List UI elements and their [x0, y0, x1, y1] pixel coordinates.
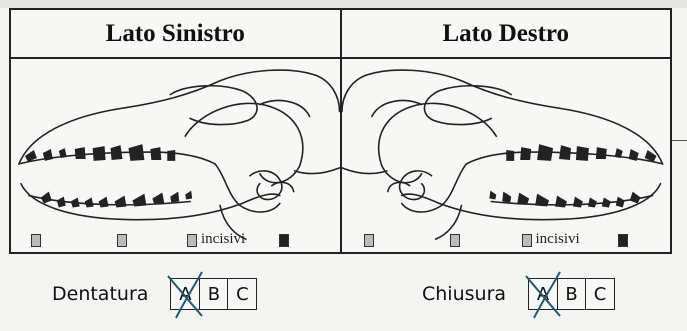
right-side-title: Lato Destro: [342, 10, 671, 57]
left-skull-panel: incisivi: [11, 57, 342, 252]
chiusura-score: Chiusura A B C: [422, 278, 615, 310]
left-marker-1: [31, 234, 41, 247]
right-skull-panel: incisivi: [342, 57, 671, 252]
dental-chart-table: Lato Sinistro Lato Destro: [9, 8, 672, 254]
left-marker-incisivi: [279, 234, 289, 247]
right-skull-drawing: [342, 57, 671, 252]
left-marker-2: [117, 234, 127, 247]
dentatura-option-b[interactable]: B: [199, 278, 229, 310]
dentatura-options: A B C: [170, 278, 257, 310]
scan-edge: [0, 0, 687, 8]
dentatura-option-c[interactable]: C: [227, 278, 257, 310]
right-marker-incisivi: [618, 234, 628, 247]
chiusura-options: A B C: [528, 278, 615, 310]
chiusura-label: Chiusura: [422, 283, 506, 305]
right-incisivi-label: incisivi: [536, 231, 580, 248]
chiusura-option-c[interactable]: C: [585, 278, 615, 310]
left-skull-drawing: [11, 57, 340, 252]
dentatura-label: Dentatura: [52, 283, 148, 305]
right-marker-1: [364, 234, 374, 247]
margin-tick: [672, 140, 687, 141]
header-row: Lato Sinistro Lato Destro: [11, 10, 670, 59]
chiusura-option-a[interactable]: A: [528, 278, 558, 310]
right-marker-2: [450, 234, 460, 247]
chiusura-option-b[interactable]: B: [557, 278, 587, 310]
left-side-title: Lato Sinistro: [11, 10, 342, 57]
dentatura-option-a[interactable]: A: [170, 278, 200, 310]
left-marker-3: [187, 234, 197, 247]
dentatura-score: Dentatura A B C: [52, 278, 257, 310]
left-incisivi-label: incisivi: [201, 231, 245, 248]
skull-row: incisivi: [11, 57, 670, 252]
right-marker-3: [522, 234, 532, 247]
